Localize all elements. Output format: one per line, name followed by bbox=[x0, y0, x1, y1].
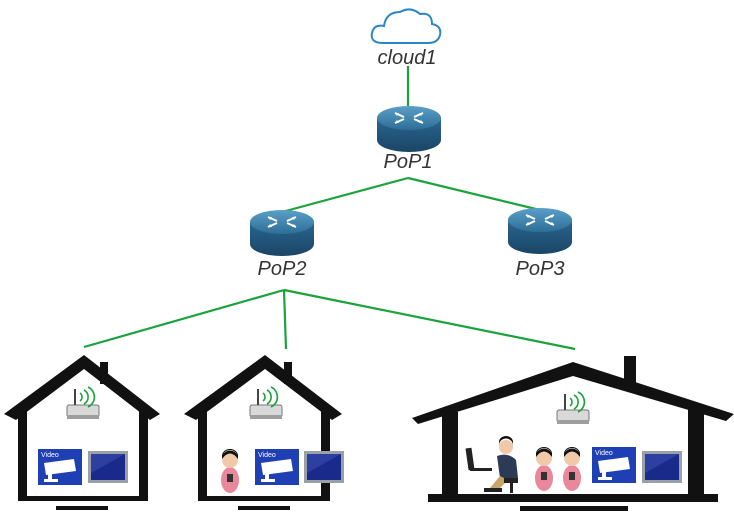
pop3-label: PoP3 bbox=[516, 258, 565, 280]
link-pop1-pop2 bbox=[281, 176, 409, 214]
monitor-icon bbox=[88, 451, 128, 483]
house-base bbox=[238, 506, 290, 510]
router-icon bbox=[249, 209, 315, 257]
home-1[interactable]: Video bbox=[4, 355, 160, 510]
pop2-label: PoP2 bbox=[258, 258, 307, 280]
user-icon bbox=[535, 447, 553, 491]
link-pop2-home2 bbox=[282, 289, 288, 350]
cloud1-node[interactable]: cloud1 bbox=[370, 8, 442, 69]
house-wall-left bbox=[18, 410, 27, 500]
user-icon bbox=[563, 447, 581, 491]
pop1-node[interactable]: PoP1 bbox=[376, 105, 442, 173]
house-floor bbox=[18, 496, 148, 501]
link-pop2-home3 bbox=[283, 288, 576, 351]
house-base bbox=[520, 506, 628, 511]
house-wall-right bbox=[688, 410, 704, 500]
house-wall-right bbox=[139, 410, 148, 500]
wifi-router-icon bbox=[249, 386, 283, 420]
link-pop1-pop3 bbox=[407, 176, 541, 212]
link-pop2-home1 bbox=[83, 288, 285, 349]
wifi-router-icon bbox=[66, 386, 100, 420]
camera-label: Video bbox=[258, 452, 276, 459]
cloud1-label: cloud1 bbox=[378, 47, 437, 69]
cloud-icon bbox=[370, 8, 442, 44]
house-floor bbox=[428, 494, 718, 502]
camera-label: Video bbox=[595, 450, 613, 457]
wifi-router-icon bbox=[556, 391, 590, 425]
user-icon bbox=[221, 449, 239, 493]
monitor-icon bbox=[304, 451, 344, 483]
links bbox=[83, 66, 576, 351]
monitor-icon bbox=[642, 451, 682, 483]
chimney bbox=[284, 362, 292, 384]
house-wall-left bbox=[442, 412, 458, 500]
house-roof bbox=[412, 362, 734, 424]
chimney bbox=[100, 362, 108, 384]
house-wall-left bbox=[198, 410, 207, 500]
router-icon bbox=[507, 207, 573, 255]
chimney bbox=[624, 356, 636, 384]
pop2-node[interactable]: PoP2 bbox=[249, 209, 315, 280]
desktop-user-icon bbox=[465, 436, 518, 493]
house-base bbox=[56, 506, 108, 510]
home-2[interactable]: Video bbox=[184, 355, 344, 510]
router-icon bbox=[376, 105, 442, 153]
pop1-label: PoP1 bbox=[384, 151, 433, 173]
camera-label: Video bbox=[41, 452, 59, 459]
pop3-node[interactable]: PoP3 bbox=[507, 207, 573, 280]
home-3[interactable]: Video bbox=[412, 356, 734, 511]
house-floor bbox=[198, 496, 330, 501]
